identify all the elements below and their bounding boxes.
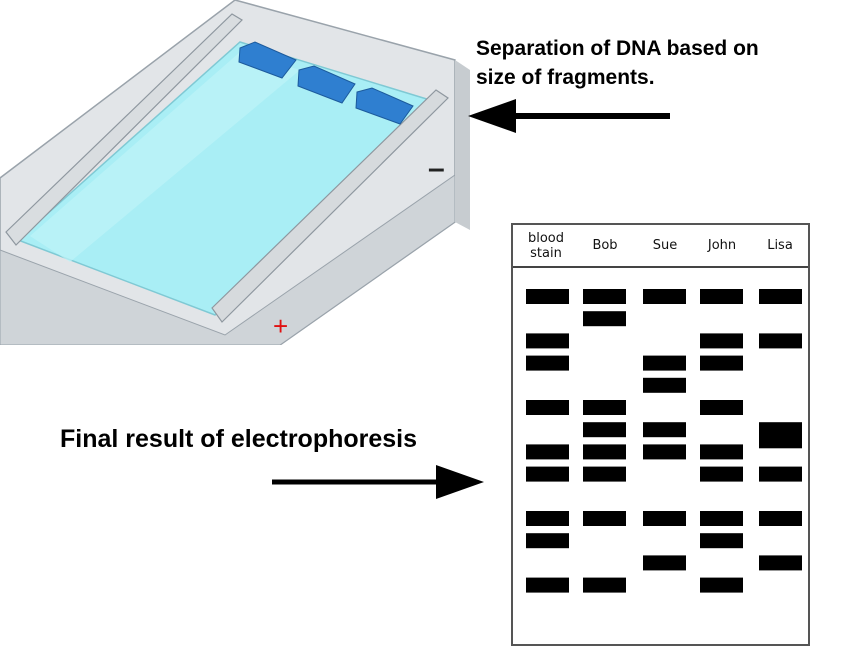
lane-label-lisa: Lisa (767, 238, 793, 253)
plus-symbol: + (273, 311, 288, 341)
dna-band (759, 289, 802, 304)
gel-result-panel: blood stain Bob Sue John Lisa (511, 223, 810, 646)
minus-symbol: – (428, 152, 445, 185)
dna-band (583, 511, 626, 526)
dna-band (759, 466, 802, 482)
dna-band (526, 355, 569, 371)
top-arrow-icon (468, 99, 670, 133)
lane-label-sue: Sue (652, 238, 678, 253)
dna-band (700, 444, 743, 460)
dna-band (643, 289, 686, 304)
dna-band (700, 533, 743, 549)
electrophoresis-apparatus: – + (0, 0, 470, 345)
well (297, 65, 356, 104)
lane-label-blood-stain: blood stain (527, 230, 565, 261)
dna-band (700, 289, 743, 304)
lane-label-john: John (707, 238, 737, 253)
dna-band (700, 400, 743, 415)
tray-right-side (455, 60, 470, 230)
bottom-arrow-icon (272, 465, 484, 499)
dna-band (643, 511, 686, 526)
dna-band (700, 333, 743, 349)
dna-band (643, 422, 686, 438)
dna-band (583, 444, 626, 460)
dna-band (700, 466, 743, 482)
dna-band (526, 444, 569, 460)
dna-band (700, 511, 743, 526)
lane-label-bob: Bob (592, 238, 618, 253)
dna-band (526, 289, 569, 304)
dna-band (759, 433, 802, 449)
final-result-caption: Final result of electrophoresis (60, 425, 418, 453)
well (355, 87, 414, 125)
dna-band (583, 466, 626, 482)
dna-band (526, 466, 569, 482)
dna-band (526, 400, 569, 415)
wells (238, 41, 414, 125)
dna-band (583, 422, 626, 438)
well (238, 41, 297, 79)
dna-band (526, 333, 569, 349)
dna-band (700, 577, 743, 593)
dna-band (583, 400, 626, 415)
dna-band (759, 333, 802, 349)
dna-band (643, 555, 686, 571)
gel-highlight (30, 52, 300, 262)
dna-band (526, 533, 569, 549)
dna-band (700, 355, 743, 371)
dna-band (526, 577, 569, 593)
dna-band (583, 311, 626, 327)
dna-band (643, 444, 686, 460)
dna-band (759, 511, 802, 526)
lane-header: blood stain Bob Sue John Lisa (513, 225, 808, 268)
band-area (526, 289, 802, 593)
dna-band (526, 511, 569, 526)
separation-caption: Separation of DNA based on size of fragm… (476, 34, 759, 92)
dna-band (643, 377, 686, 393)
dna-band (759, 555, 802, 571)
back-rail (5, 13, 243, 246)
separation-caption-text: Separation of DNA based on size of fragm… (476, 37, 759, 89)
dna-band (583, 289, 626, 304)
front-rail (211, 89, 449, 323)
dna-band (643, 355, 686, 371)
dna-band (583, 577, 626, 593)
